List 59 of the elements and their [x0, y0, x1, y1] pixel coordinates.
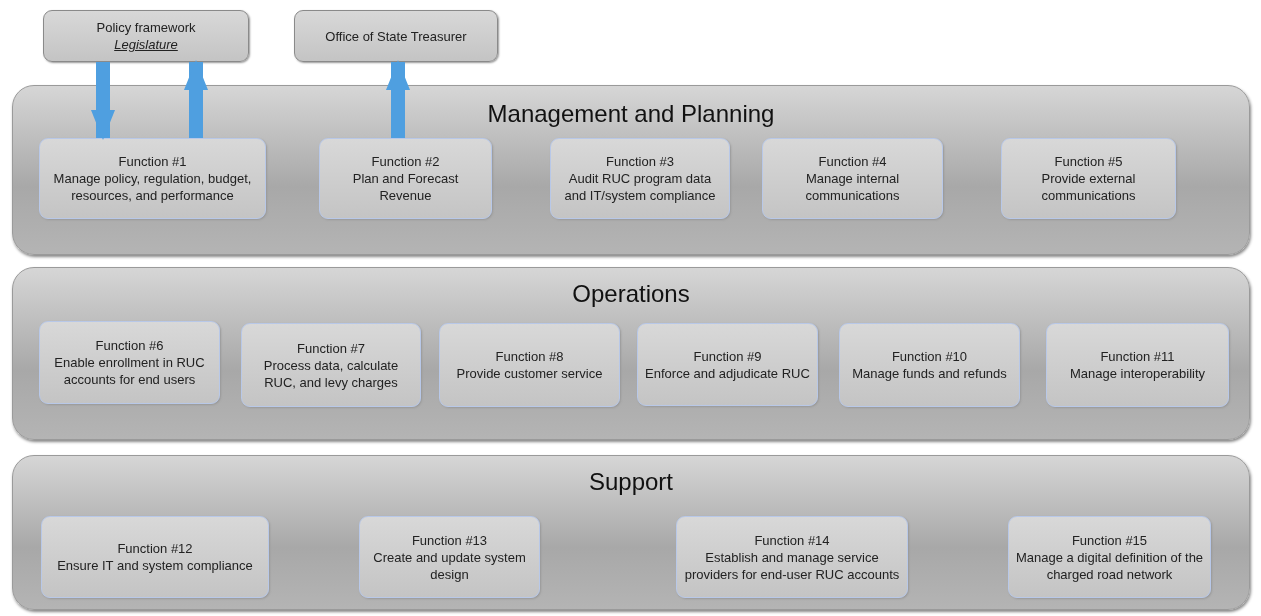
entity-subtitle: Legislature: [114, 36, 178, 53]
function-number: Function #9: [693, 347, 762, 365]
function-number: Function #5: [1054, 153, 1123, 170]
function-box: [676, 516, 908, 598]
function-box: [39, 138, 266, 219]
function-box: [39, 321, 220, 404]
function-description: Manage internal communications: [804, 170, 901, 204]
function-description: Establish and manage service providers for end-user RUC accounts: [683, 548, 901, 583]
entity-name: Policy framework: [96, 19, 196, 36]
function-number: Function #10: [891, 348, 968, 365]
function-box: [1001, 138, 1176, 219]
function-description: Manage policy, regulation, budget, resources, and performance: [52, 170, 253, 204]
function-description: Audit RUC program data and IT/system compliance: [563, 170, 717, 204]
layer-band: [12, 85, 1250, 255]
function-description: Enforce and adjudicate RUC: [645, 364, 810, 382]
function-number: Function #7: [297, 339, 365, 357]
function-box: [319, 138, 492, 219]
function-number: Function #1: [118, 153, 187, 170]
function-number: Function #4: [818, 153, 887, 170]
function-box: [41, 516, 269, 598]
function-description: Manage interoperability: [1069, 365, 1206, 382]
block-arrow: [184, 60, 208, 138]
function-box: [637, 323, 818, 406]
function-description: Ensure IT and system compliance: [57, 557, 253, 574]
function-number: Function #3: [606, 153, 674, 170]
layer-heading: Management and Planning: [486, 100, 776, 128]
function-box: [762, 138, 943, 219]
entity-box: [43, 10, 249, 62]
layer-band: [12, 455, 1250, 610]
layer-heading: Support: [587, 468, 675, 496]
function-description: Create and update system design: [372, 548, 527, 583]
function-box: [1046, 323, 1229, 407]
function-description: Provide external communications: [1040, 170, 1137, 204]
entity-name: Office of State Treasurer: [325, 27, 467, 45]
function-number: Function #11: [1100, 348, 1175, 365]
entity-box: [294, 10, 498, 62]
function-box: [359, 516, 540, 598]
block-arrow: [91, 62, 115, 140]
function-box: [1008, 516, 1211, 598]
function-number: Function #6: [95, 337, 164, 354]
block-arrow: [386, 60, 410, 138]
function-description: Process data, calculate RUC, and levy charges: [262, 356, 400, 391]
function-box: [241, 323, 421, 407]
function-description: Enable enrollment in RUC accounts for end users: [53, 354, 206, 388]
function-number: Function #15: [1071, 531, 1148, 549]
layer-band: [12, 267, 1250, 440]
function-description: Plan and Forecast Revenue: [351, 170, 460, 204]
function-description: Manage funds and refunds: [852, 365, 1007, 382]
function-description: Manage a digital definition of the charged road network: [1015, 548, 1204, 583]
function-number: Function #8: [495, 348, 564, 365]
function-box: [439, 323, 620, 407]
function-number: Function #2: [371, 153, 440, 170]
function-description: Provide customer service: [456, 365, 603, 382]
function-number: Function #14: [754, 531, 830, 549]
function-number: Function #13: [411, 531, 488, 549]
function-box: [550, 138, 730, 219]
layer-heading: Operations: [571, 280, 691, 308]
function-number: Function #12: [117, 540, 193, 557]
function-box: [839, 323, 1020, 407]
